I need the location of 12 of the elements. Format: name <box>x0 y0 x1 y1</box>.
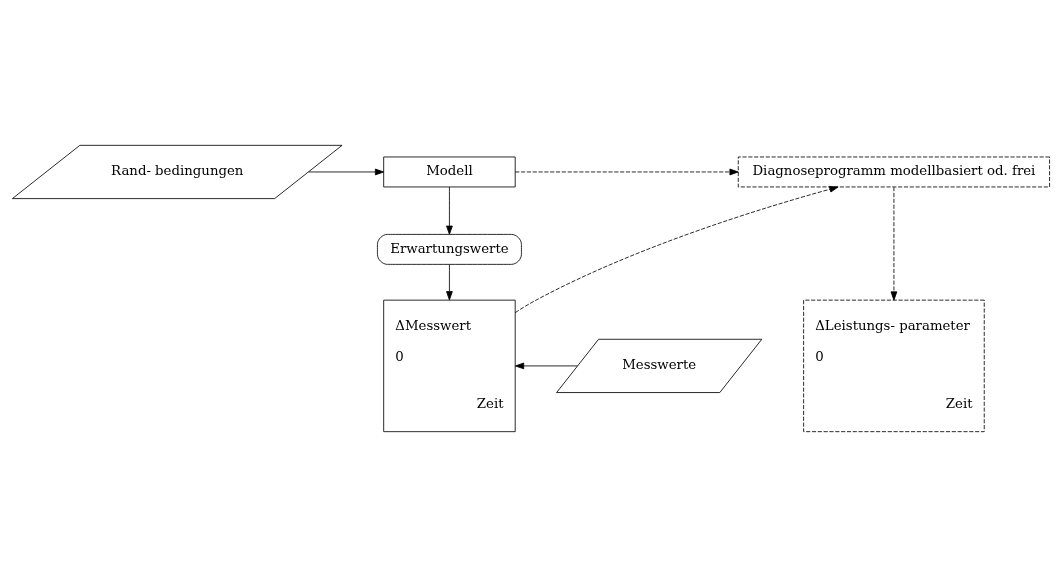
node-box: ΔMesswert 0 Zeit <box>383 299 516 433</box>
arrow <box>308 168 385 176</box>
node-box: ΔLeistungs- parameter 0 Zeit <box>803 299 985 433</box>
arrow <box>446 186 453 235</box>
node-box: Modell <box>383 156 516 188</box>
arrow <box>514 168 739 176</box>
arrow <box>514 185 839 314</box>
arrow <box>890 186 898 301</box>
node-box: Diagnoseprogramm modellbasiert od. frei <box>737 156 1050 188</box>
node-box: Erwartungswerte <box>377 233 522 265</box>
arrow <box>446 264 453 301</box>
arrow <box>514 362 578 370</box>
